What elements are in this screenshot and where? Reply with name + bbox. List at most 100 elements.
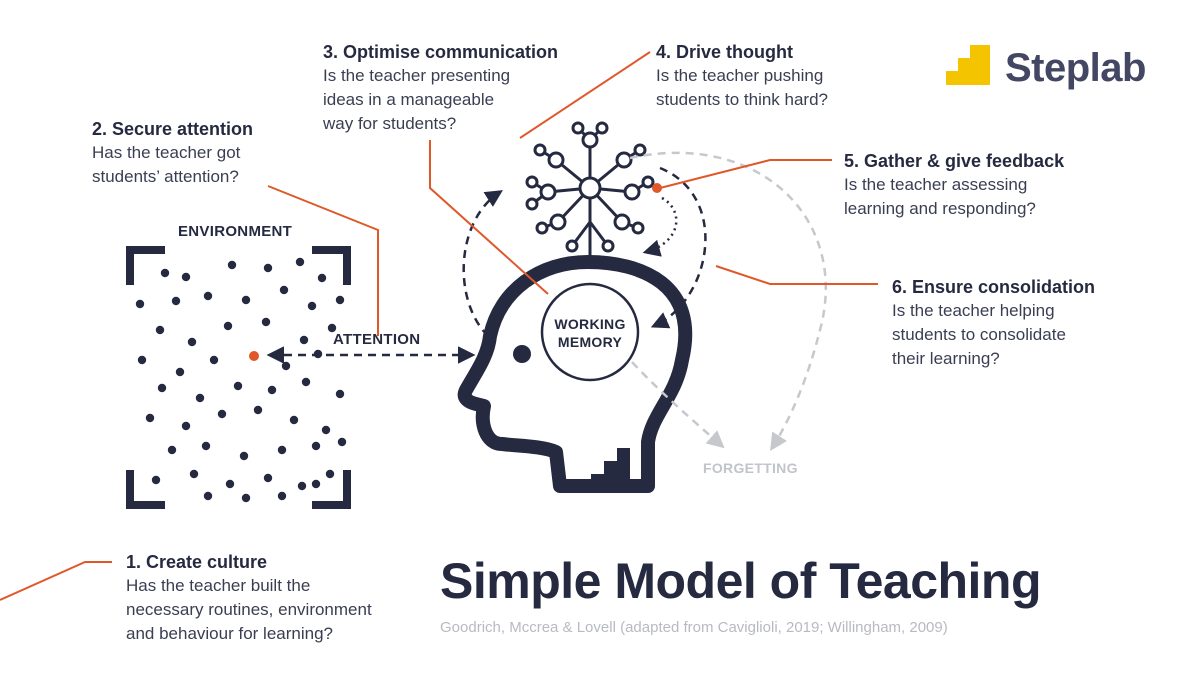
step-body: Is the teacher presenting ideas in a man… (323, 66, 511, 133)
leader-gather-feedback (659, 159, 832, 189)
step-body: Is the teacher helping students to conso… (892, 301, 1066, 368)
environment-dot (311, 441, 321, 451)
environment-dot (175, 367, 185, 377)
working-memory-label: WORKING MEMORY (554, 316, 626, 350)
environment-dot (241, 493, 251, 503)
step-body: Is the teacher assessing learning and re… (844, 175, 1036, 218)
step-title: 2. Secure attention (92, 119, 254, 139)
head-outline (457, 255, 693, 493)
environment-dot (301, 377, 311, 387)
environment-dot (155, 325, 165, 335)
environment-dot (135, 299, 145, 309)
environment-dot (203, 491, 213, 501)
step-create-culture: 1. Create culture Has the teacher built … (126, 550, 372, 646)
environment-dot (325, 469, 335, 479)
attention-focus-dot (249, 351, 259, 361)
environment-dot (267, 385, 277, 395)
environment-dot (167, 445, 177, 455)
environment-dot (217, 409, 227, 419)
step-ensure-consolidation: 6. Ensure consolidation Is the teacher h… (892, 275, 1095, 371)
leader-drive-thought (519, 51, 651, 139)
environment-dot (295, 257, 305, 267)
environment-dot (253, 405, 263, 415)
environment-dot (277, 445, 287, 455)
neuron-network-icon (525, 121, 655, 256)
environment-dot (160, 268, 170, 278)
leader-lines (0, 51, 878, 601)
step-title: 6. Ensure consolidation (892, 277, 1096, 297)
step-title: 1. Create culture (126, 552, 268, 572)
long-term-forgetting-arrow (629, 151, 827, 451)
environment-dot (299, 335, 309, 345)
environment-dot (263, 473, 273, 483)
step-drive-thought: 4. Drive thought Is the teacher pushing … (656, 40, 828, 112)
environment-dot (151, 475, 161, 485)
environment-dot (317, 273, 327, 283)
citation: Goodrich, Mccrea & Lovell (adapted from … (440, 619, 948, 636)
head-eye (513, 345, 531, 363)
environment-dot (209, 355, 219, 365)
environment-dot (263, 263, 273, 273)
environment-dot (289, 415, 299, 425)
feedback-dot (652, 183, 662, 193)
leader-ensure-consolidation (715, 265, 878, 285)
feedback-loop-arrow (642, 196, 678, 257)
brand-name: Steplab (1005, 46, 1146, 90)
leader-optimise-communication (429, 140, 549, 295)
environment-dots (135, 257, 347, 503)
environment-dot (181, 272, 191, 282)
leader-create-culture (0, 561, 112, 601)
environment-dot (335, 389, 345, 399)
consolidation-loop-arrow (650, 166, 707, 329)
step-title: 3. Optimise communication (323, 42, 559, 62)
step-body: Has the teacher got students’ attention? (92, 143, 241, 186)
step-secure-attention: 2. Secure attention Has the teacher got … (92, 117, 253, 189)
attention-label: ATTENTION (333, 331, 421, 348)
step-body: Is the teacher pushing students to think… (656, 66, 829, 109)
page-title: Simple Model of Teaching (440, 553, 1042, 609)
environment-dot (181, 421, 191, 431)
leader-secure-attention (267, 185, 379, 336)
environment-frame (126, 246, 351, 509)
environment-dot (335, 295, 345, 305)
environment-dot (189, 469, 199, 479)
environment-dot (225, 479, 235, 489)
forgetting-label: FORGETTING (703, 460, 798, 476)
step-title: 4. Drive thought (656, 42, 794, 62)
drive-thought-loop-arrow (462, 190, 503, 337)
environment-dot (203, 291, 213, 301)
working-memory-forgetting-arrow (631, 361, 725, 449)
environment-dot (279, 285, 289, 295)
environment-dot (261, 317, 271, 327)
step-body: Has the teacher built the necessary rout… (126, 576, 372, 643)
step-gather-feedback: 5. Gather & give feedback Is the teacher… (844, 149, 1064, 221)
environment-dot (307, 301, 317, 311)
environment-dot (297, 481, 307, 491)
environment-dot (327, 323, 337, 333)
step-title: 5. Gather & give feedback (844, 151, 1065, 171)
environment-dot (241, 295, 251, 305)
environment-dot (277, 491, 287, 501)
environment-dot (321, 425, 331, 435)
environment-dot (157, 383, 167, 393)
environment-dot (171, 296, 181, 306)
working-memory-circle (540, 282, 640, 382)
environment-dot (201, 441, 211, 451)
head-steps-icon (591, 448, 630, 487)
environment-dot (227, 260, 237, 270)
environment-dot (187, 337, 197, 347)
steplab-logo-icon (946, 45, 990, 85)
environment-dot (145, 413, 155, 423)
environment-dot (311, 479, 321, 489)
environment-dot (195, 393, 205, 403)
environment-label: ENVIRONMENT (178, 223, 293, 240)
environment-dot (223, 321, 233, 331)
step-optimise-communication: 3. Optimise communication Is the teacher… (323, 40, 558, 136)
environment-dot (137, 355, 147, 365)
environment-dot (281, 361, 291, 371)
environment-dot (233, 381, 243, 391)
environment-dot (337, 437, 347, 447)
environment-dot (239, 451, 249, 461)
